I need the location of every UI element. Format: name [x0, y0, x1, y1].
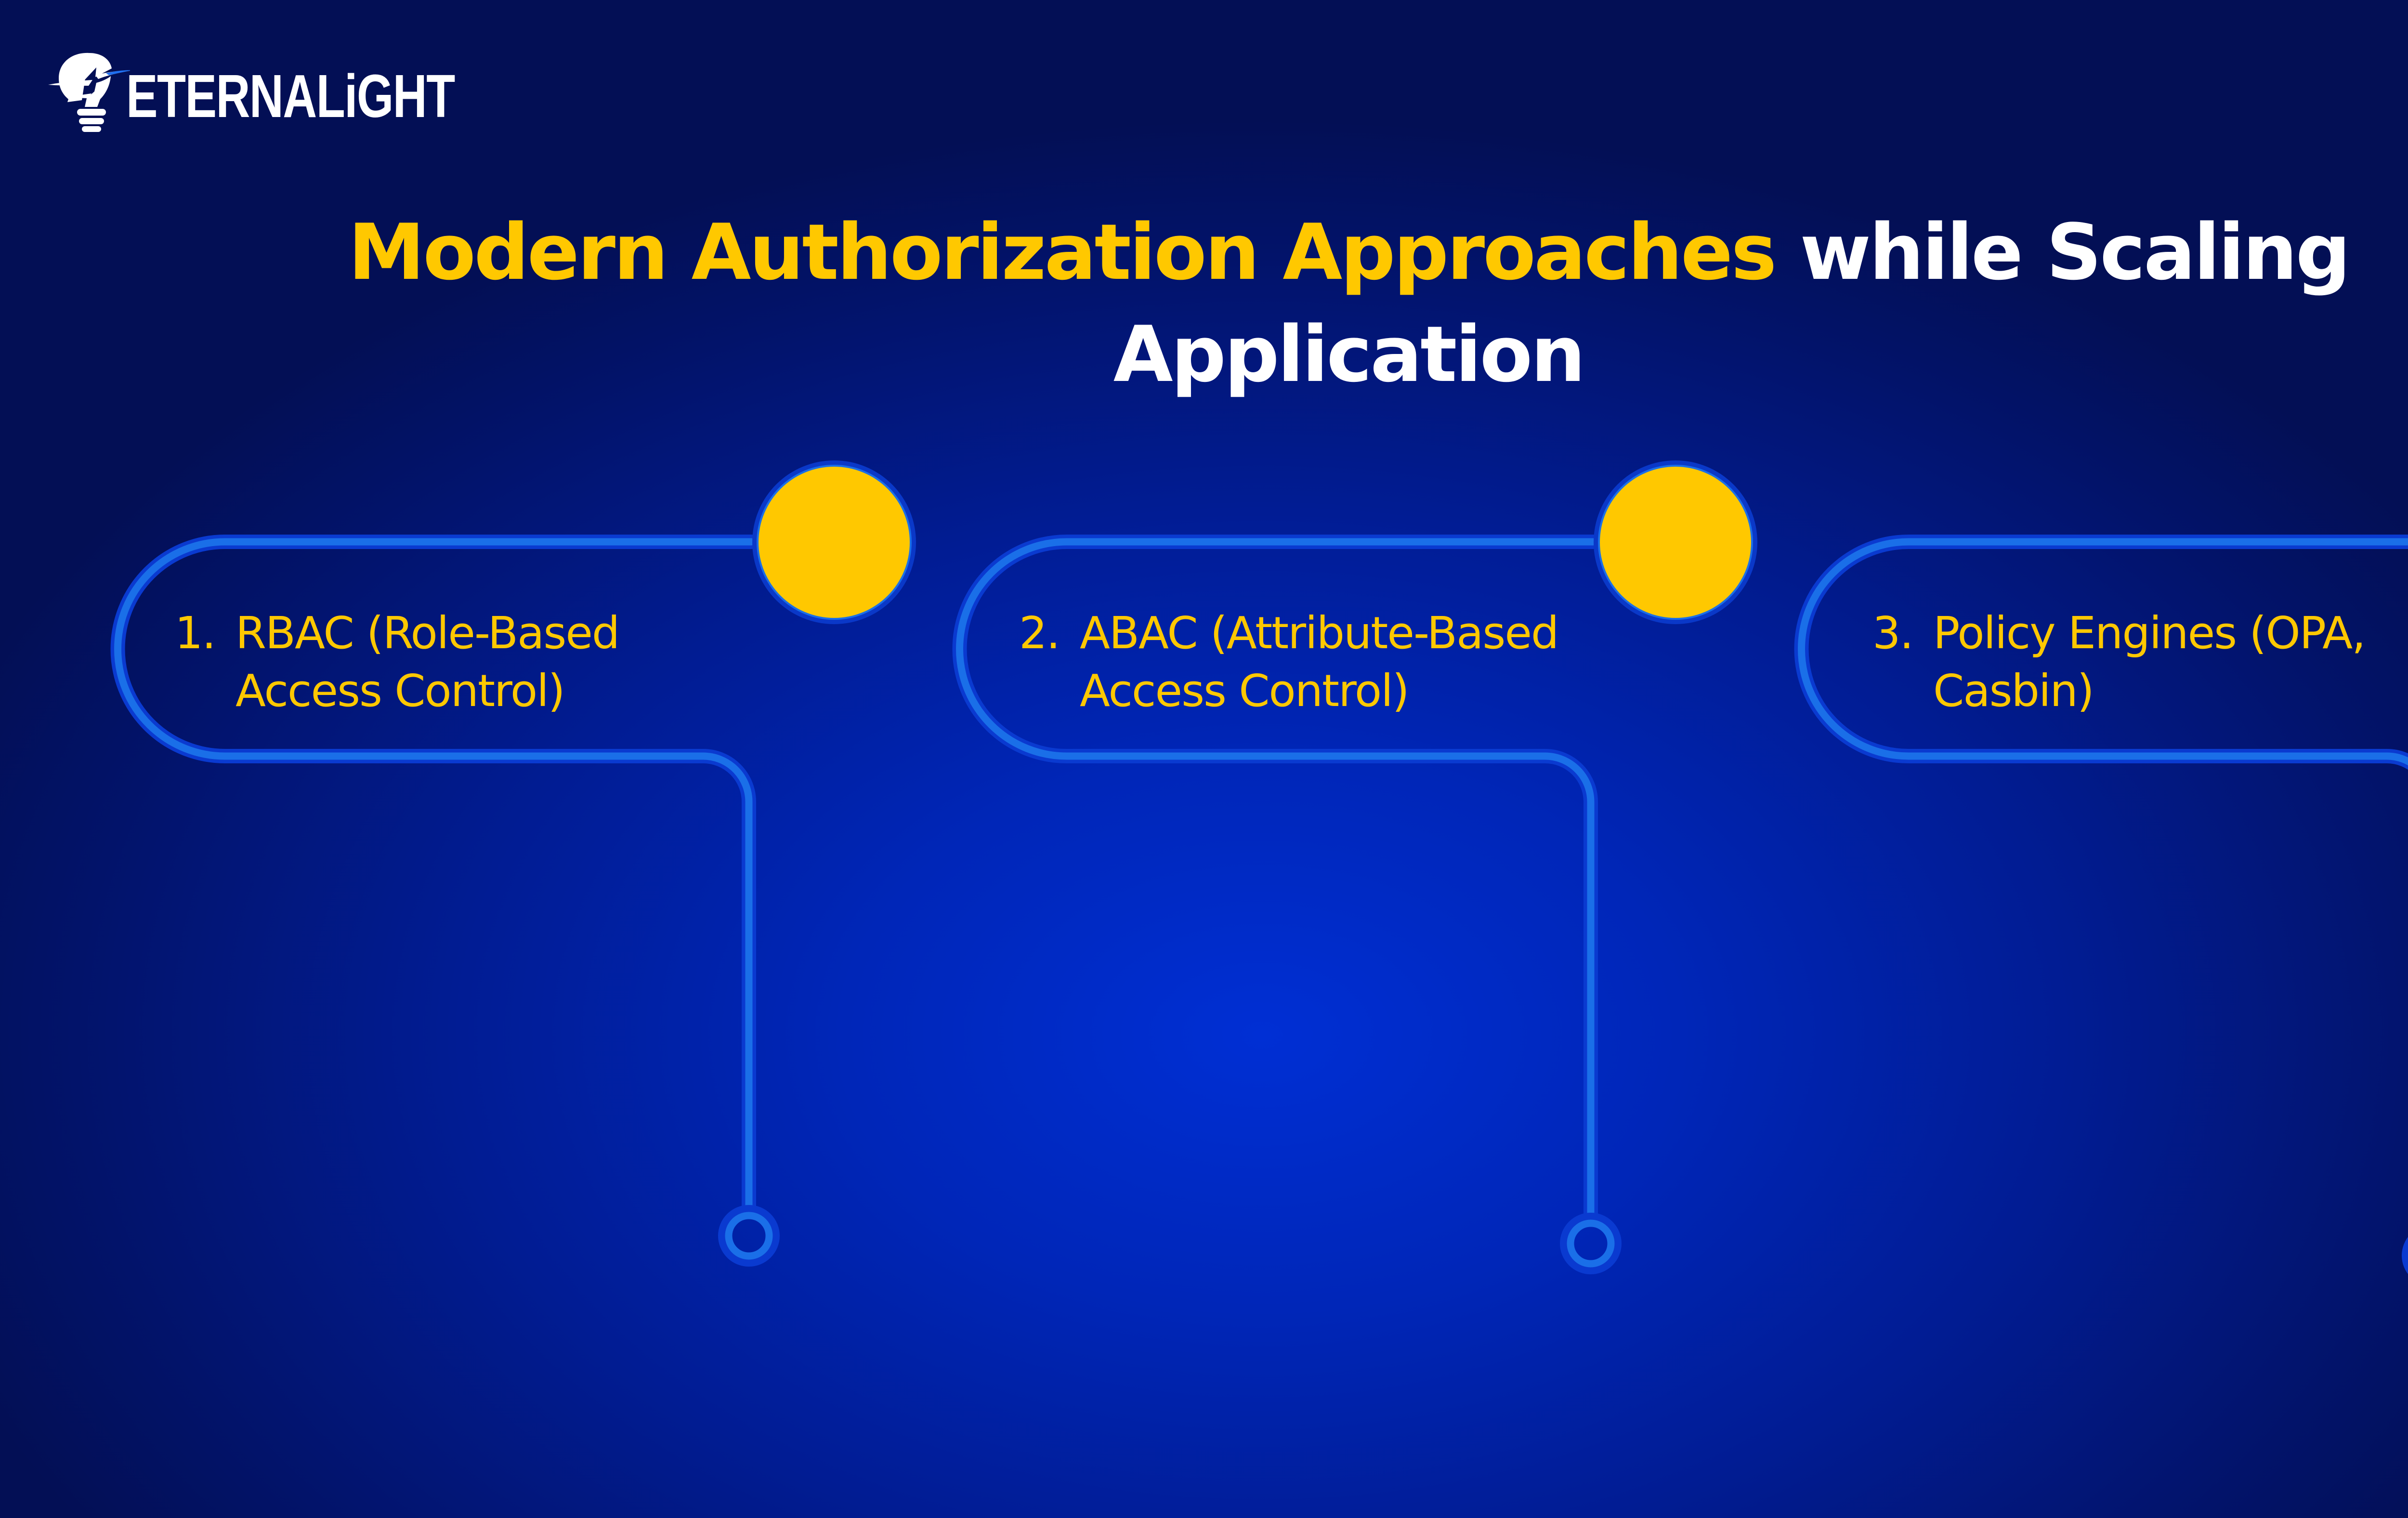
card-1-text: 1. RBAC (Role-Based Access Control): [175, 604, 620, 720]
page-title: Modern Authorization Approaches while Sc…: [0, 201, 2408, 406]
card-2-end-ring-icon: [1567, 1219, 1615, 1268]
card-3-text: 3. Policy Engines (OPA, Casbin): [1872, 604, 2366, 720]
card-1-connector: [118, 460, 916, 1267]
card-2-connector: [952, 460, 1757, 1274]
brand-logo: ETERNALiGHT: [48, 46, 547, 132]
card-1-end-ring-icon: [725, 1212, 773, 1260]
card-1-end-ring-halo: [718, 1205, 780, 1267]
card-2-yellow-dot: [1600, 467, 1751, 618]
card-1-yellow-dot: [759, 467, 910, 618]
title-highlight: Modern Authorization Approaches: [348, 207, 1777, 297]
card-1-line2: Access Control): [236, 665, 565, 717]
card-2-text: 2. ABAC (Attribute-Based Access Control): [1019, 604, 1559, 720]
card-2-line2: Access Control): [1080, 665, 1410, 717]
card-2-number: 2.: [1019, 607, 1060, 659]
card-3-line2: Casbin): [1933, 665, 2094, 717]
card-2-line1: ABAC (Attribute-Based: [1080, 607, 1559, 659]
brand-name: ETERNALiGHT: [126, 62, 455, 130]
title-line2: Application: [1113, 309, 1586, 399]
card-1-line1: RBAC (Role-Based: [236, 607, 620, 659]
card-3-connector: [1794, 535, 2408, 1274]
lightbulb-icon: [48, 52, 130, 132]
card-1-number: 1.: [175, 607, 216, 659]
title-rest: while Scaling: [1775, 207, 2351, 297]
card-3-number: 3.: [1872, 607, 1914, 659]
card-3-line1: Policy Engines (OPA,: [1933, 607, 2366, 659]
